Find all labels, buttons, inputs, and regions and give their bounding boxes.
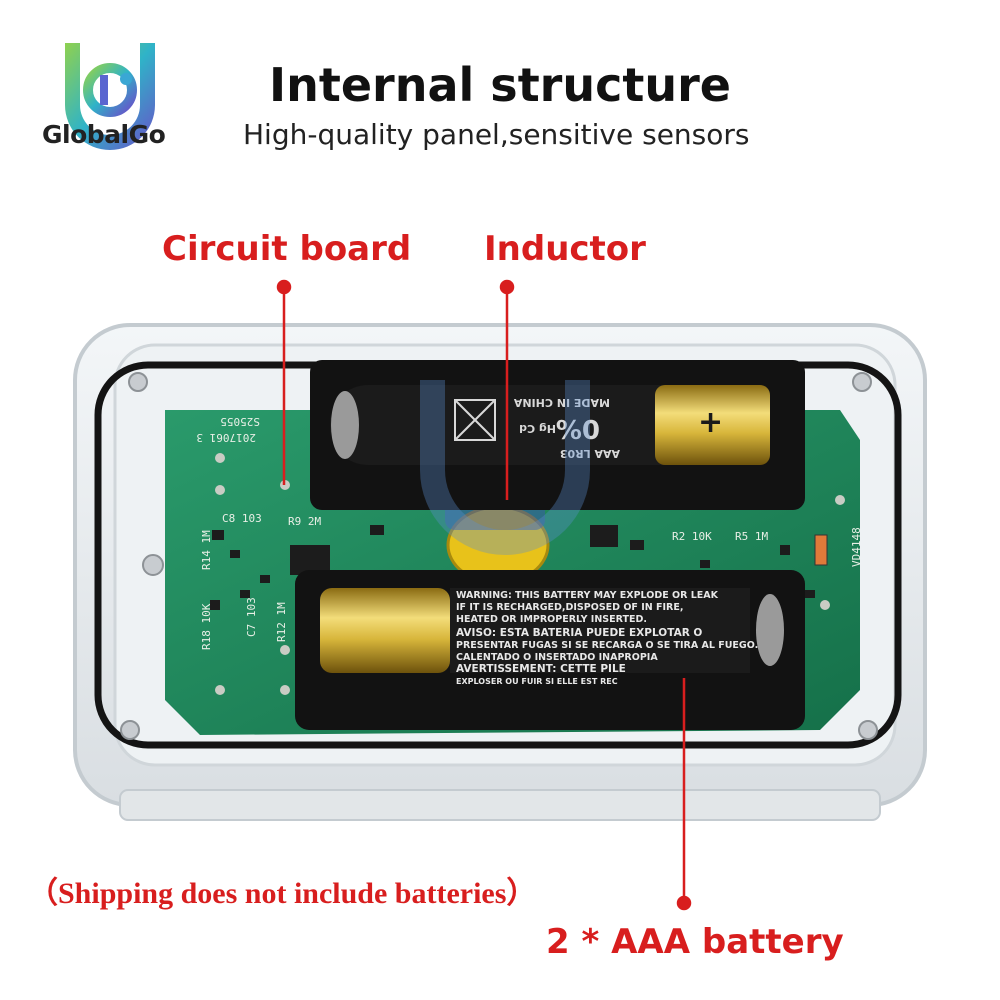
- svg-text:Hg Cd: Hg Cd: [519, 422, 556, 435]
- pcb-label: C8 103: [222, 512, 262, 525]
- svg-text:MADE IN CHINA: MADE IN CHINA: [513, 396, 610, 409]
- screw-icon: [852, 372, 872, 392]
- battery-bottom: WARNING: THIS BATTERY MAY EXPLODE OR LEA…: [295, 570, 805, 730]
- pcb-label: R18 10K: [200, 603, 213, 650]
- svg-text:AVERTISSEMENT: CETTE PILE: AVERTISSEMENT: CETTE PILE: [456, 663, 626, 675]
- label-battery: 2 * AAA battery: [546, 922, 844, 962]
- svg-text:WARNING: THIS BATTERY MAY EXPL: WARNING: THIS BATTERY MAY EXPLODE OR LEA…: [456, 590, 719, 601]
- svg-text:+: +: [698, 405, 723, 440]
- svg-text:0%: 0%: [556, 413, 600, 443]
- screw-icon: [142, 554, 164, 576]
- page-subtitle: High-quality panel,sensitive sensors: [243, 118, 750, 151]
- svg-text:AVISO: ESTA BATERIA PUEDE EXPL: AVISO: ESTA BATERIA PUEDE EXPLOTAR O: [456, 627, 702, 639]
- label-circuit-board: Circuit board: [162, 229, 412, 269]
- pcb-label: R2 10K: [672, 530, 712, 543]
- label-inductor: Inductor: [484, 229, 646, 269]
- screw-icon: [858, 720, 878, 740]
- callout-dot: [676, 895, 692, 911]
- pcb-label: R5 1M: [735, 530, 768, 543]
- pcb-label: R12 1M: [275, 602, 288, 642]
- pcb-label: R14 1M: [200, 530, 213, 570]
- svg-text:PRESENTAR FUGAS SI SE RECARGA: PRESENTAR FUGAS SI SE RECARGA O SE TIRA …: [456, 640, 758, 651]
- page-title: Internal structure: [269, 58, 731, 112]
- svg-text:HEATED OR IMPROPERLY INSERTED.: HEATED OR IMPROPERLY INSERTED.: [456, 614, 647, 625]
- globalgo-logo: [65, 43, 155, 150]
- screw-icon: [120, 720, 140, 740]
- pcb-label: S25055: [220, 415, 260, 428]
- product-photo: 2017061 3 S25055 C8 103 R9 2M R14 1M R18…: [73, 323, 927, 821]
- pcb-label: 2017061 3: [196, 431, 256, 444]
- svg-text:AAA LR03: AAA LR03: [560, 447, 620, 460]
- pcb-label: C7 103: [245, 597, 258, 637]
- screw-icon: [128, 372, 148, 392]
- pcb-label: R9 2M: [288, 515, 321, 528]
- svg-text:CALENTADO O INSERTADO INAPROPI: CALENTADO O INSERTADO INAPROPIA: [456, 652, 658, 663]
- pcb-label: VD4148: [850, 527, 863, 567]
- watermark-logo: [420, 380, 590, 555]
- shipping-note: （Shipping does not include batteries）: [28, 877, 537, 910]
- brand-name: GlobalGo: [42, 120, 166, 149]
- svg-text:EXPLOSER OU FUIR SI ELLE EST R: EXPLOSER OU FUIR SI ELLE EST REC: [456, 677, 618, 686]
- svg-text:IF IT IS RECHARGED,DISPOSED OF: IF IT IS RECHARGED,DISPOSED OF IN FIRE,: [456, 602, 683, 613]
- battery-top: + MADE IN CHINA 0% Hg Cd AAA LR03: [310, 360, 805, 510]
